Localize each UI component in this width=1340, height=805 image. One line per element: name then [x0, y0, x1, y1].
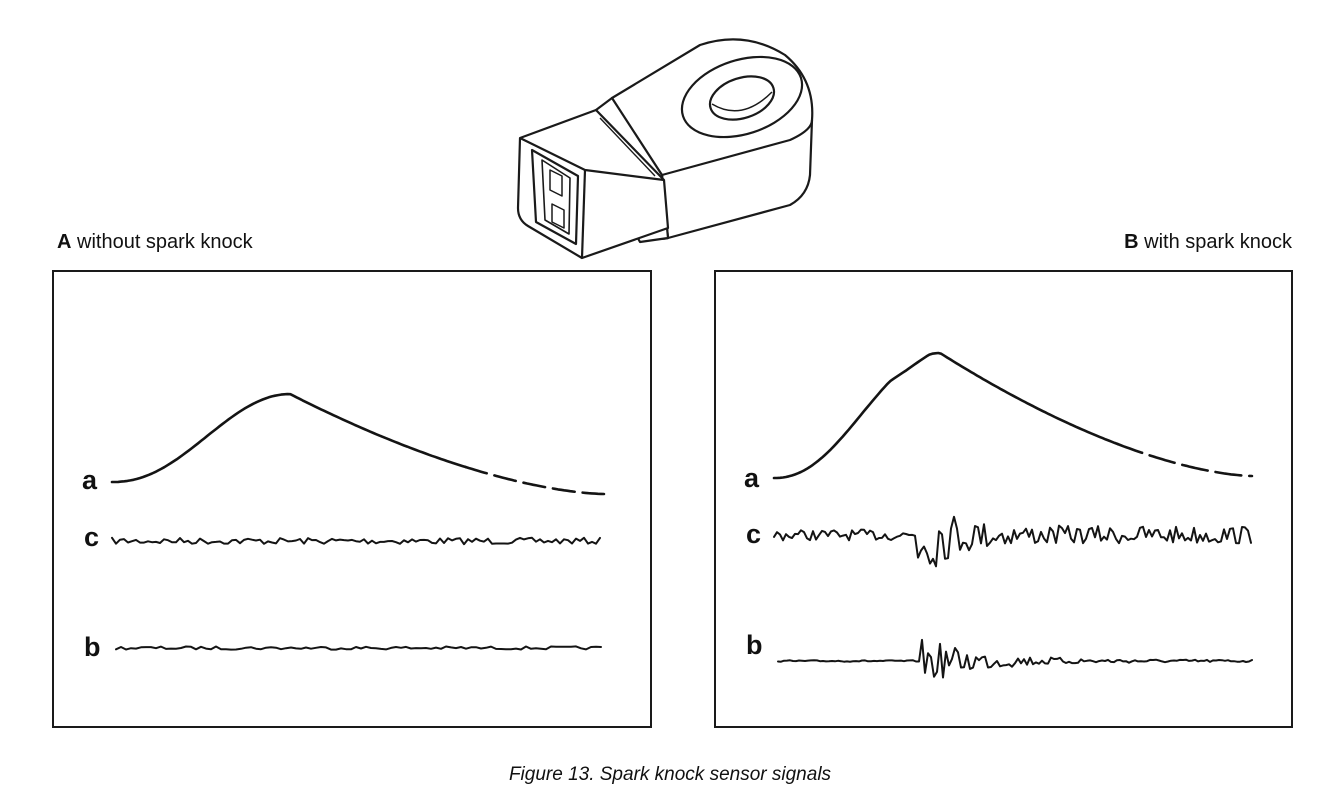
panel-a-trace-label-c: c [84, 522, 100, 552]
panel-a-trace-label-b: b [84, 632, 101, 662]
panel-b-filtered-signal [773, 515, 1252, 568]
panel-b-pressure-curve [772, 351, 1119, 480]
sensor-body [516, 38, 814, 260]
panel-a-trace-label-a: a [82, 465, 98, 495]
panel-b-heading: B with spark knock [1124, 229, 1292, 255]
panel-a-pressure-curve-dashed [464, 465, 606, 496]
panel-a-pressure-curve [110, 392, 467, 484]
figure-caption: Figure 13. Spark knock sensor signals [508, 764, 832, 785]
panel-b-trace-label-a: a [744, 463, 760, 493]
panel-a-heading: A without spark knock [57, 229, 253, 255]
panel-b-pressure-curve-dashed [1116, 442, 1254, 478]
panel-b-letter: B [1124, 231, 1139, 253]
panel-a-title: without spark knock [71, 231, 253, 253]
panel-a-sensor-signal [115, 645, 602, 651]
panel-b-frame [714, 270, 1293, 728]
panel-a-filtered-signal [111, 536, 601, 546]
panel-a-frame [52, 270, 652, 728]
panel-b-sensor-signal [777, 638, 1253, 679]
panel-a-letter: A [57, 231, 72, 253]
panel-b-trace-label-c: c [746, 519, 762, 549]
panel-b-trace-label-b: b [746, 630, 763, 660]
panel-b-title: with spark knock [1138, 231, 1292, 253]
